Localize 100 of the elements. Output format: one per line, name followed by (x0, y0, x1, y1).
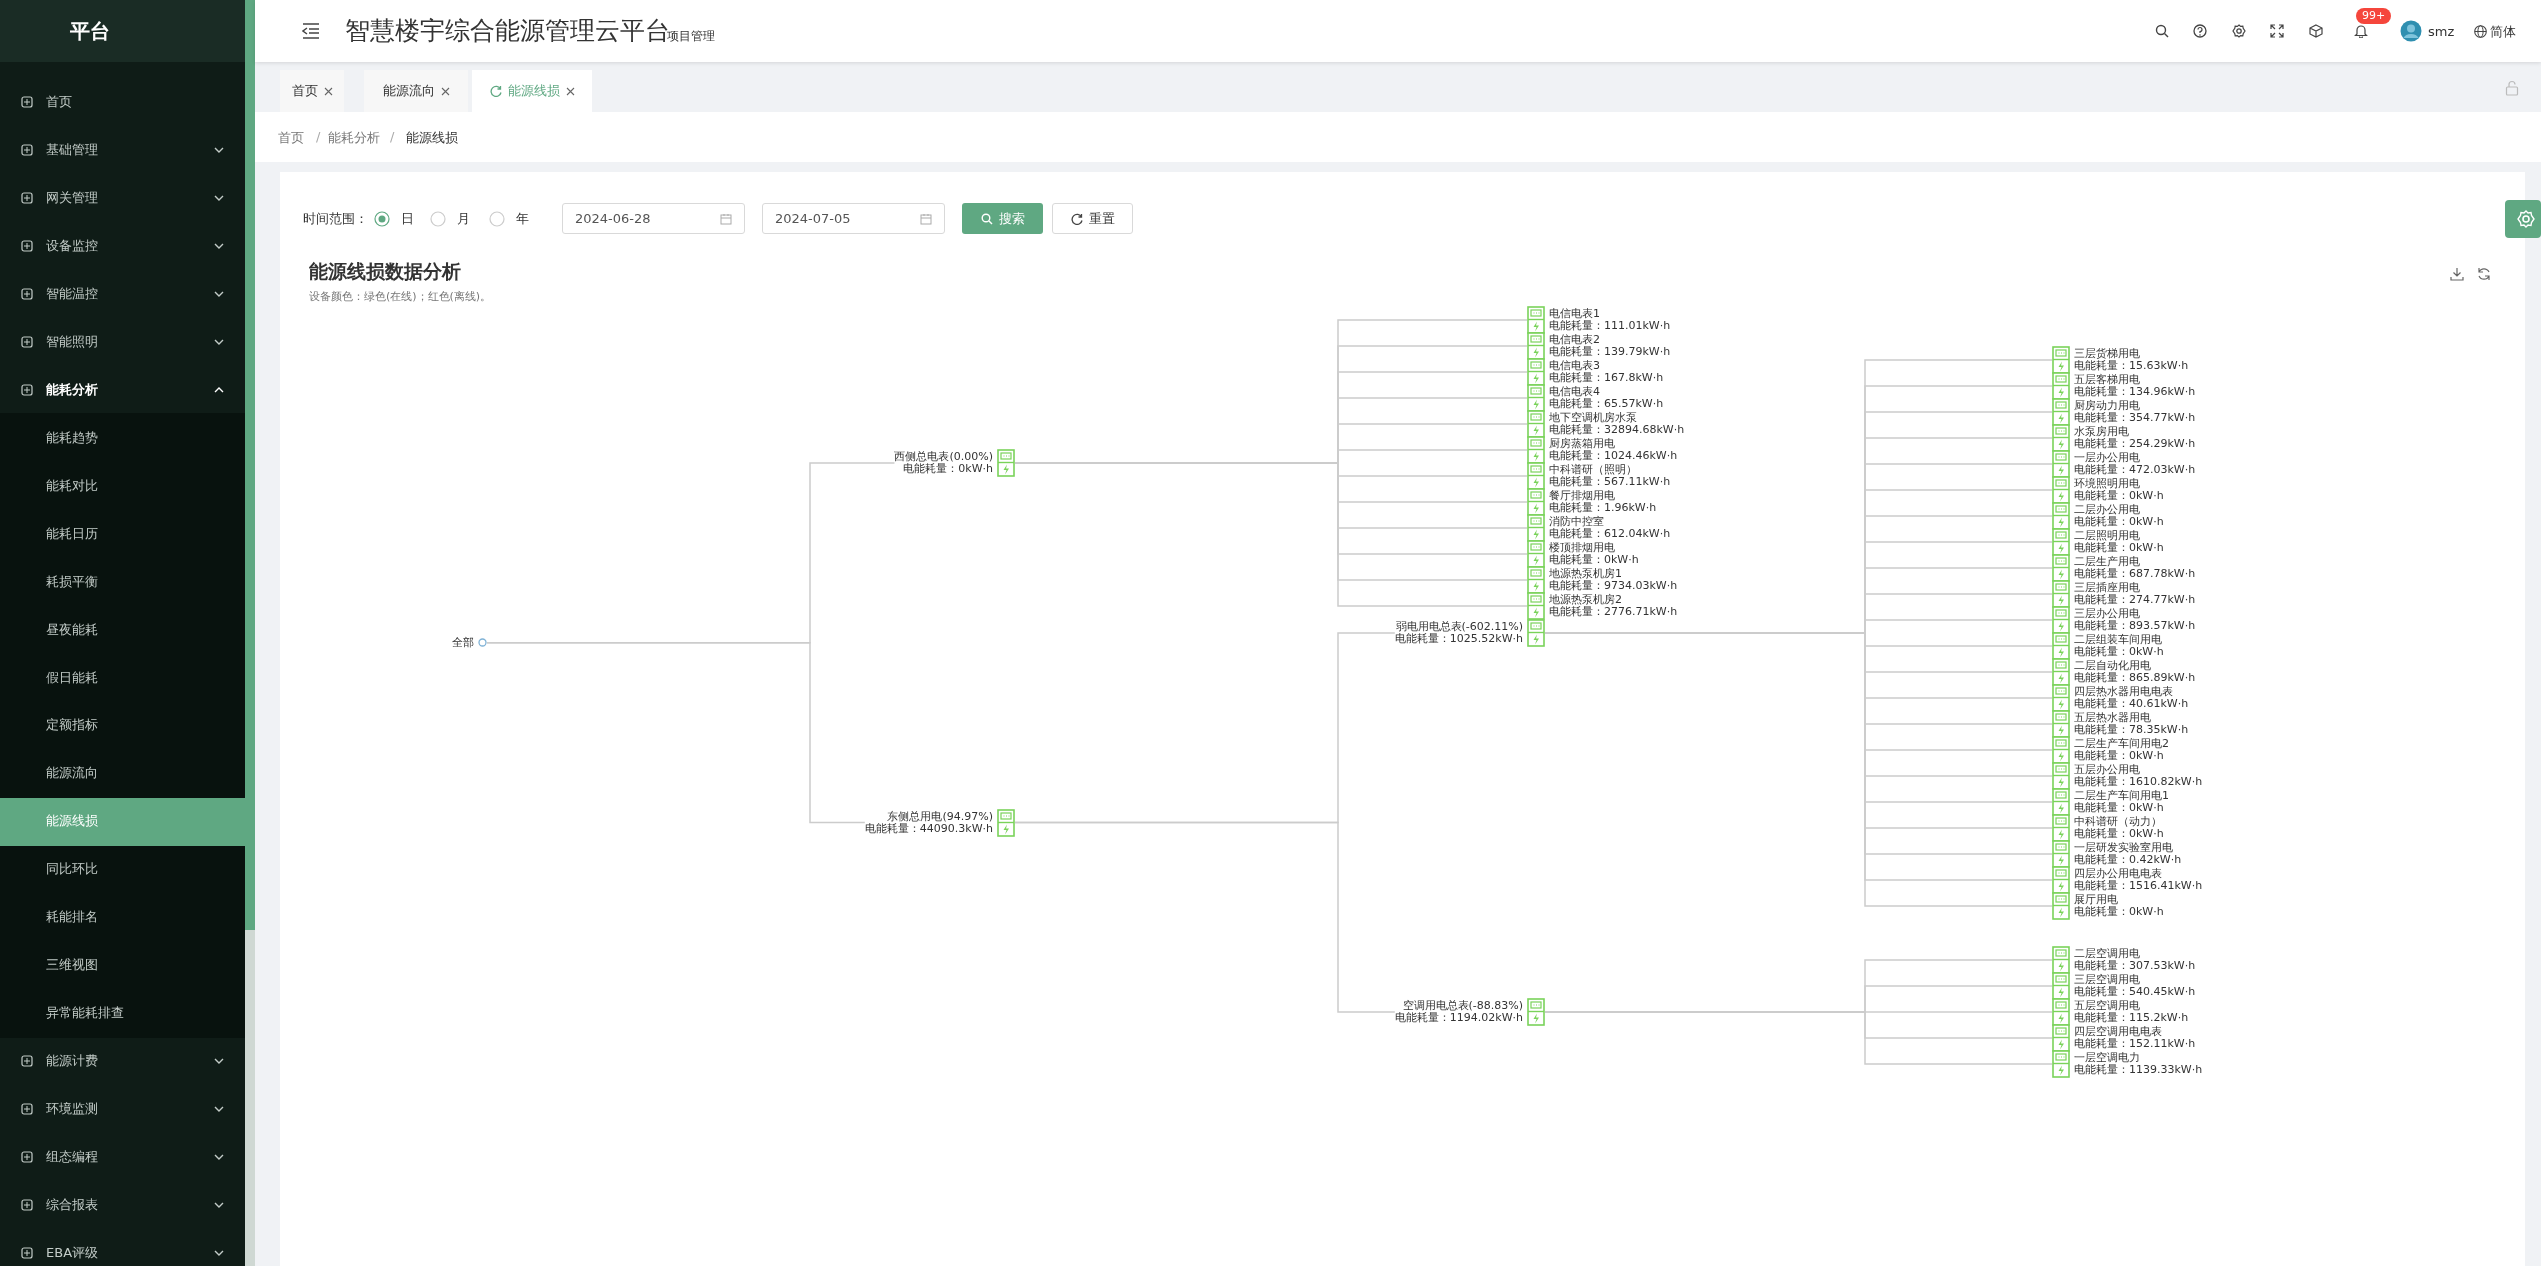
meter-name: 展厅用电 (2074, 894, 2118, 906)
energy-reading: 电能耗量：167.8kW·h (1549, 372, 1664, 384)
energy-reading: 电能耗量：0kW·h (2074, 542, 2164, 554)
submenu-item: 昼夜能耗 (46, 621, 98, 639)
energy-reading: 电能耗量：9734.03kW·h (1549, 580, 1678, 592)
meter-name: 空调用电总表(-88.83%) (1402, 1000, 1523, 1012)
meter-name: 四层办公用电电表 (2074, 868, 2162, 880)
menu-item: 智能温控 (46, 285, 98, 303)
menu-item: 基础管理 (46, 141, 98, 159)
meter-name: 四层热水器用电电表 (2074, 686, 2173, 698)
energy-reading: 电能耗量：78.35kW·h (2074, 724, 2189, 736)
energy-reading: 电能耗量：134.96kW·h (2074, 386, 2196, 398)
meter-name: 二层照明用电 (2074, 530, 2140, 542)
energy-reading: 电能耗量：540.45kW·h (2074, 986, 2196, 998)
energy-reading: 电能耗量：354.77kW·h (2074, 412, 2196, 424)
meter-name: 水泵房用电 (2074, 426, 2129, 438)
date-field: 2024-07-05 (762, 203, 945, 234)
menu-item: 组态编程 (46, 1148, 98, 1166)
meter-name: 西侧总电表(0.00%) (894, 451, 993, 463)
submenu-item: 能源流向 (46, 764, 98, 782)
submenu-item: 能耗对比 (46, 477, 98, 495)
energy-reading: 电能耗量：111.01kW·h (1549, 320, 1671, 332)
energy-reading: 电能耗量：0kW·h (2074, 750, 2164, 762)
submenu-item: 异常能耗排查 (46, 1004, 124, 1022)
meter-name: 中科谱研（照明） (1549, 464, 1637, 476)
username: smz (2428, 24, 2455, 39)
energy-reading: 电能耗量：254.29kW·h (2074, 438, 2196, 450)
meter-name: 三层货梯用电 (2074, 348, 2140, 360)
energy-reading: 电能耗量：40.61kW·h (2074, 698, 2189, 710)
energy-reading: 电能耗量：567.11kW·h (1549, 476, 1671, 488)
meter-name: 三层插座用电 (2074, 582, 2140, 594)
energy-reading: 电能耗量：687.78kW·h (2074, 568, 2196, 580)
meter-name: 二层生产车间用电1 (2074, 790, 2169, 802)
menu-item: 设备监控 (46, 237, 98, 255)
meter-name: 楼顶排烟用电 (1549, 542, 1615, 554)
energy-reading: 电能耗量：307.53kW·h (2074, 960, 2196, 972)
energy-reading: 电能耗量：152.11kW·h (2074, 1038, 2196, 1050)
energy-reading: 电能耗量：0kW·h (2074, 490, 2164, 502)
energy-reading: 电能耗量：612.04kW·h (1549, 528, 1671, 540)
breadcrumb-separator: / (390, 129, 395, 144)
submenu-item: 定额指标 (46, 716, 98, 734)
connector-line (486, 642, 866, 824)
menu-item: 综合报表 (46, 1196, 98, 1214)
energy-reading: 电能耗量：139.79kW·h (1549, 346, 1671, 358)
energy-reading: 电能耗量：865.89kW·h (2074, 672, 2196, 684)
breadcrumb-separator: / (316, 129, 321, 144)
energy-reading: 电能耗量：0kW·h (2074, 828, 2164, 840)
language-switch: 简体 (2490, 23, 2516, 41)
note-text: 设备颜色：绿色(在线)；红色(离线)。 (309, 289, 492, 304)
submenu-item: 耗能排名 (46, 908, 98, 926)
field-label: 时间范围： (303, 210, 368, 228)
tab: 能源流向 (364, 70, 468, 112)
reset-button: 重置 (1052, 203, 1133, 234)
breadcrumb-current: 能源线损 (406, 129, 458, 147)
energy-reading: 电能耗量：1024.46kW·h (1549, 450, 1678, 462)
meter-name: 全部 (452, 636, 474, 649)
meter-name: 三层办公用电 (2074, 608, 2140, 620)
energy-reading: 电能耗量：65.57kW·h (1549, 398, 1664, 410)
meter-name: 五层热水器用电 (2074, 712, 2151, 724)
meter-name: 东侧总用电(94.97%) (887, 810, 993, 823)
meter-name: 五层办公用电 (2074, 764, 2140, 776)
radio-label: 日 (401, 210, 414, 228)
energy-reading: 电能耗量：44090.3kW·h (864, 822, 993, 835)
submenu-item: 能耗趋势 (46, 429, 98, 447)
meter-name: 五层空调用电 (2074, 1000, 2140, 1012)
meter-name: 电信电表3 (1549, 360, 1600, 372)
energy-reading: 电能耗量：1139.33kW·h (2074, 1064, 2203, 1076)
submenu-item: 能源线损 (46, 812, 98, 830)
meter-name: 一层空调电力 (2074, 1052, 2140, 1064)
breadcrumb-link: 首页 (278, 129, 304, 147)
energy-reading: 电能耗量：115.2kW·h (2074, 1012, 2189, 1024)
meter-name: 二层组装车间用电 (2074, 634, 2162, 646)
menu-item: 首页 (46, 93, 72, 111)
section-title: 能源线损数据分析 (309, 259, 461, 284)
meter-name: 消防中控室 (1549, 516, 1604, 528)
meter-name: 一层研发实验室用电 (2074, 842, 2173, 854)
energy-reading: 电能耗量：0.42kW·h (2074, 854, 2182, 866)
project-subtitle: 项目管理 (667, 29, 715, 45)
notification-badge: 99+ (2356, 8, 2392, 24)
date-field: 2024-06-28 (562, 203, 745, 234)
radio-label: 月 (457, 210, 470, 228)
energy-reading: 电能耗量：0kW·h (903, 463, 993, 475)
connector-line (1014, 821, 1396, 1013)
meter-name: 三层空调用电 (2074, 974, 2140, 986)
meter-name: 二层办公用电 (2074, 504, 2140, 516)
meter-name: 二层自动化用电 (2074, 660, 2151, 672)
menu-item: 环境监测 (46, 1100, 98, 1118)
menu-item: 能耗分析 (46, 381, 98, 399)
menu-item: 智能照明 (46, 333, 98, 351)
energy-reading: 电能耗量：0kW·h (2074, 802, 2164, 814)
submenu-item: 能耗日历 (46, 525, 98, 543)
meter-name: 弱电用电总表(-602.11%) (1395, 621, 1523, 633)
meter-name: 二层生产车间用电2 (2074, 738, 2169, 750)
meter-name: 四层空调用电电表 (2074, 1026, 2162, 1038)
meter-name: 厨房动力用电 (2074, 400, 2140, 412)
energy-reading: 电能耗量：1516.41kW·h (2074, 880, 2203, 892)
energy-reading: 电能耗量：1.96kW·h (1549, 502, 1657, 514)
menu-item: 能源计费 (46, 1052, 98, 1070)
active-tab: 能源线损 (472, 70, 592, 112)
energy-reading: 电能耗量：1194.02kW·h (1394, 1012, 1523, 1024)
